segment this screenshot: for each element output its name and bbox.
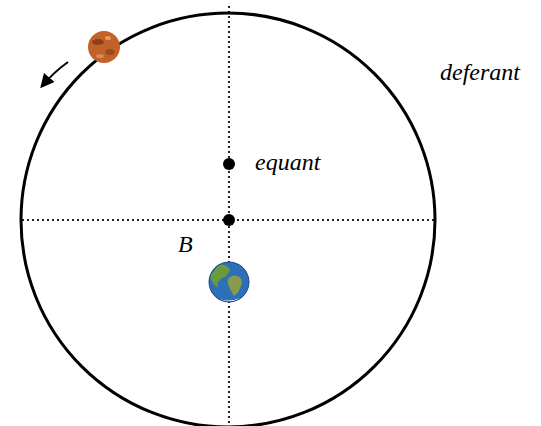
part-label: equant [255,150,320,174]
deferant-circle [21,13,435,426]
motion-arrow [42,62,68,86]
equant-point [223,158,235,170]
point-label: B [178,232,193,256]
mars-icon [88,31,120,63]
center-point [223,214,235,226]
earth-icon [209,258,249,303]
part-label: deferant [440,60,520,84]
